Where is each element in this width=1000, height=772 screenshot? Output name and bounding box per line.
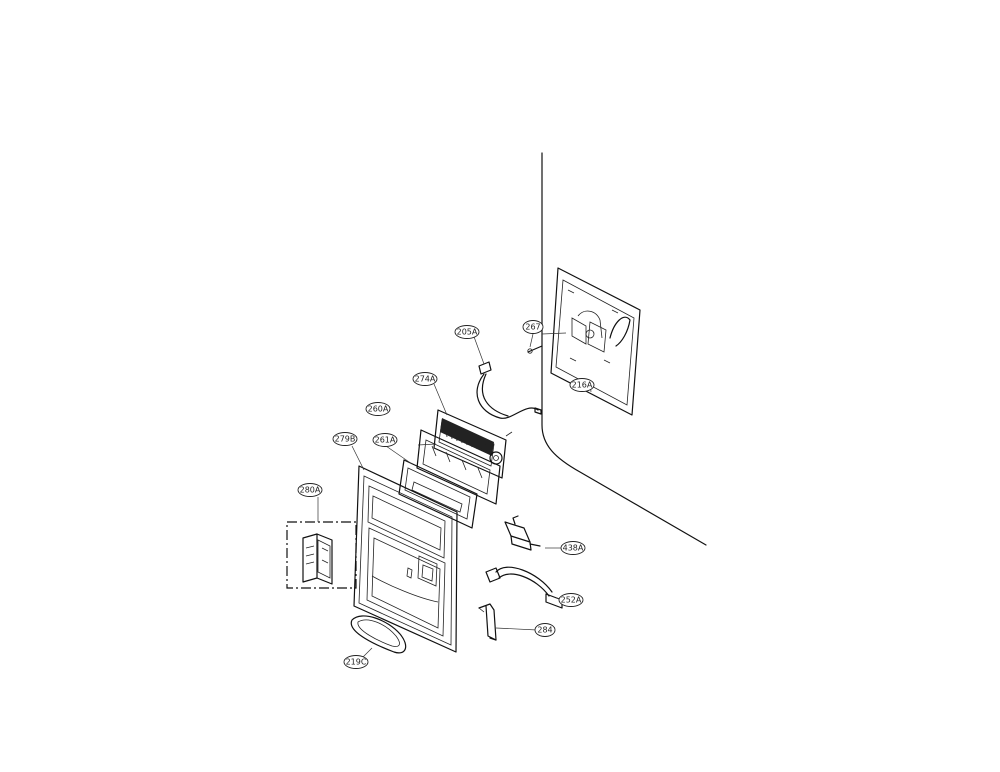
callout-438a-label: 438A (563, 544, 584, 553)
callout-284: 284 (534, 623, 556, 637)
control-board (433, 409, 513, 479)
callout-260a: 260A (365, 402, 391, 416)
callout-279b-label: 279B (335, 435, 356, 444)
callout-280a-label: 280A (300, 486, 321, 495)
dispenser-cover (353, 465, 458, 653)
callout-219c: 219C (343, 655, 369, 669)
callout-260a-label: 260A (368, 405, 389, 414)
callout-252a: 252A (558, 593, 584, 607)
screw (527, 345, 543, 354)
wire-harness (476, 361, 542, 419)
dispenser-housing (550, 267, 641, 416)
door-outline (541, 152, 707, 546)
callout-205a: 205A (454, 325, 480, 339)
callout-267: 267 (522, 320, 544, 334)
callout-438a: 438A (560, 541, 586, 555)
callout-205a-label: 205A (457, 328, 478, 337)
callout-216a-label: 216A (572, 381, 593, 390)
callout-274a: 274A (412, 372, 438, 386)
drip-tray (350, 615, 407, 654)
callout-280a: 280A (297, 483, 323, 497)
frame-260a (416, 429, 501, 505)
callout-219c-label: 219C (346, 658, 367, 667)
lever-box (286, 521, 357, 589)
switch (504, 515, 541, 551)
callout-252a-label: 252A (561, 596, 582, 605)
callout-284-label: 284 (537, 626, 552, 635)
callout-267-label: 267 (525, 323, 540, 332)
callout-274a-label: 274A (415, 375, 436, 384)
callout-261a-label: 261A (375, 436, 396, 445)
callout-261a: 261A (372, 433, 398, 447)
frame-261a (398, 459, 478, 529)
cable-harness (485, 566, 563, 609)
callout-216a: 216A (569, 378, 595, 392)
callout-279b: 279B (332, 432, 358, 446)
leader-lines (317, 332, 592, 663)
bracket (478, 603, 497, 641)
